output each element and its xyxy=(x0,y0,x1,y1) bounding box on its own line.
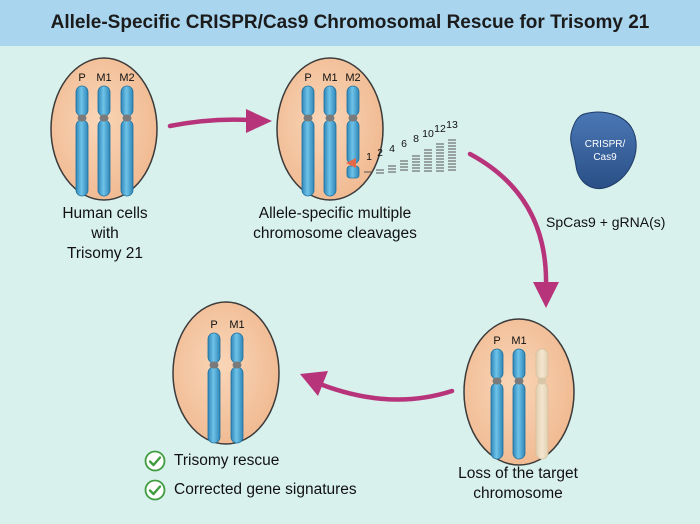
chromosome-p-2 xyxy=(301,85,315,197)
chromosome-label-m1-2: M1 xyxy=(322,72,337,84)
cell3-label: Loss of the target chromosome xyxy=(438,464,598,504)
cell3-label-line1: Loss of the target xyxy=(458,465,578,482)
cell-rescued: P M1 xyxy=(172,301,280,445)
chromosome-m2-2 xyxy=(346,85,360,179)
cell2-label: Allele-specific multiple chromosome clea… xyxy=(240,204,430,244)
chromosome-m1-2 xyxy=(323,85,337,197)
cas9-label: SpCas9 + gRNA(s) xyxy=(546,214,666,230)
cell1-label-line3: Trisomy 21 xyxy=(66,245,144,262)
outcome-label: Corrected gene signatures xyxy=(174,480,357,498)
title-bar: Allele-Specific CRISPR/Cas9 Chromosomal … xyxy=(0,0,700,46)
cell-trisomy: P M1 M2 xyxy=(50,57,158,201)
chromosome-label-m2-2: M2 xyxy=(345,72,360,84)
cell1-label-line1: Human cells xyxy=(62,205,148,222)
chromosome-label-m1: M1 xyxy=(96,72,111,84)
cleavage-number-2: 2 xyxy=(377,147,383,159)
chromosome-label-p-2: P xyxy=(304,72,311,84)
check-circle-icon xyxy=(144,479,166,500)
cleavage-number-6: 6 xyxy=(401,138,407,150)
chromosome-m2 xyxy=(120,85,134,197)
cell1-label: Human cells with Trisomy 21 xyxy=(40,204,170,264)
outcome-item: Trisomy rescue xyxy=(144,446,357,475)
diagram-canvas: P M1 M2 xyxy=(0,46,700,524)
cleavage-number-8: 8 xyxy=(413,133,419,145)
cas9-line1: CRISPR/ xyxy=(585,139,626,150)
chromosome-label-m2: M2 xyxy=(119,72,134,84)
chromosome-p-4 xyxy=(207,332,221,444)
arrow-cell1-to-cell2 xyxy=(167,109,272,133)
chromosome-label-m1-3: M1 xyxy=(511,335,526,347)
chromosome-label-p: P xyxy=(78,72,85,84)
chromosome-m1-4 xyxy=(230,332,244,444)
cell2-label-line1: Allele-specific multiple xyxy=(258,205,412,222)
page-title: Allele-Specific CRISPR/Cas9 Chromosomal … xyxy=(50,12,650,33)
chromosome-m1 xyxy=(97,85,111,197)
cleavage-fragments: 1 2 4 6 8 10 12 13 xyxy=(364,119,458,174)
outcome-list: Trisomy rescue Corrected gene signatures xyxy=(144,446,357,504)
outcome-item: Corrected gene signatures xyxy=(144,475,357,504)
arrow-cell3-to-cell4 xyxy=(300,371,455,402)
chromosome-label-p-4: P xyxy=(210,319,217,331)
cas9-line2: Cas9 xyxy=(593,152,617,163)
chromosome-label-m1-4: M1 xyxy=(229,319,244,331)
cell3-label-line2: chromosome xyxy=(473,485,563,502)
chromosome-label-p-3: P xyxy=(493,335,500,347)
chromosome-lost xyxy=(535,348,549,460)
cleavage-number-1: 1 xyxy=(366,151,372,163)
chromosome-m1-3 xyxy=(512,348,526,460)
cell2-label-line2: chromosome cleavages xyxy=(253,225,417,242)
cell-loss: P M1 xyxy=(463,318,575,466)
arrow-cell2-to-cell3 xyxy=(467,151,559,308)
cut-site-marker xyxy=(346,158,356,168)
check-circle-icon xyxy=(144,450,166,471)
chromosome-p-3 xyxy=(490,348,504,460)
diagram-svg: P M1 M2 xyxy=(50,57,637,466)
outcome-label: Trisomy rescue xyxy=(174,451,280,469)
cell-cleavage: P M1 M2 xyxy=(276,57,384,201)
cleavage-number-10: 10 xyxy=(422,128,434,140)
cell1-label-line2: with xyxy=(91,225,119,242)
cleavage-number-12: 12 xyxy=(434,123,446,135)
cleavage-number-13: 13 xyxy=(446,119,458,131)
chromosome-p xyxy=(75,85,89,197)
cleavage-number-4: 4 xyxy=(389,143,395,155)
cas9-protein: CRISPR/ Cas9 xyxy=(570,111,637,189)
